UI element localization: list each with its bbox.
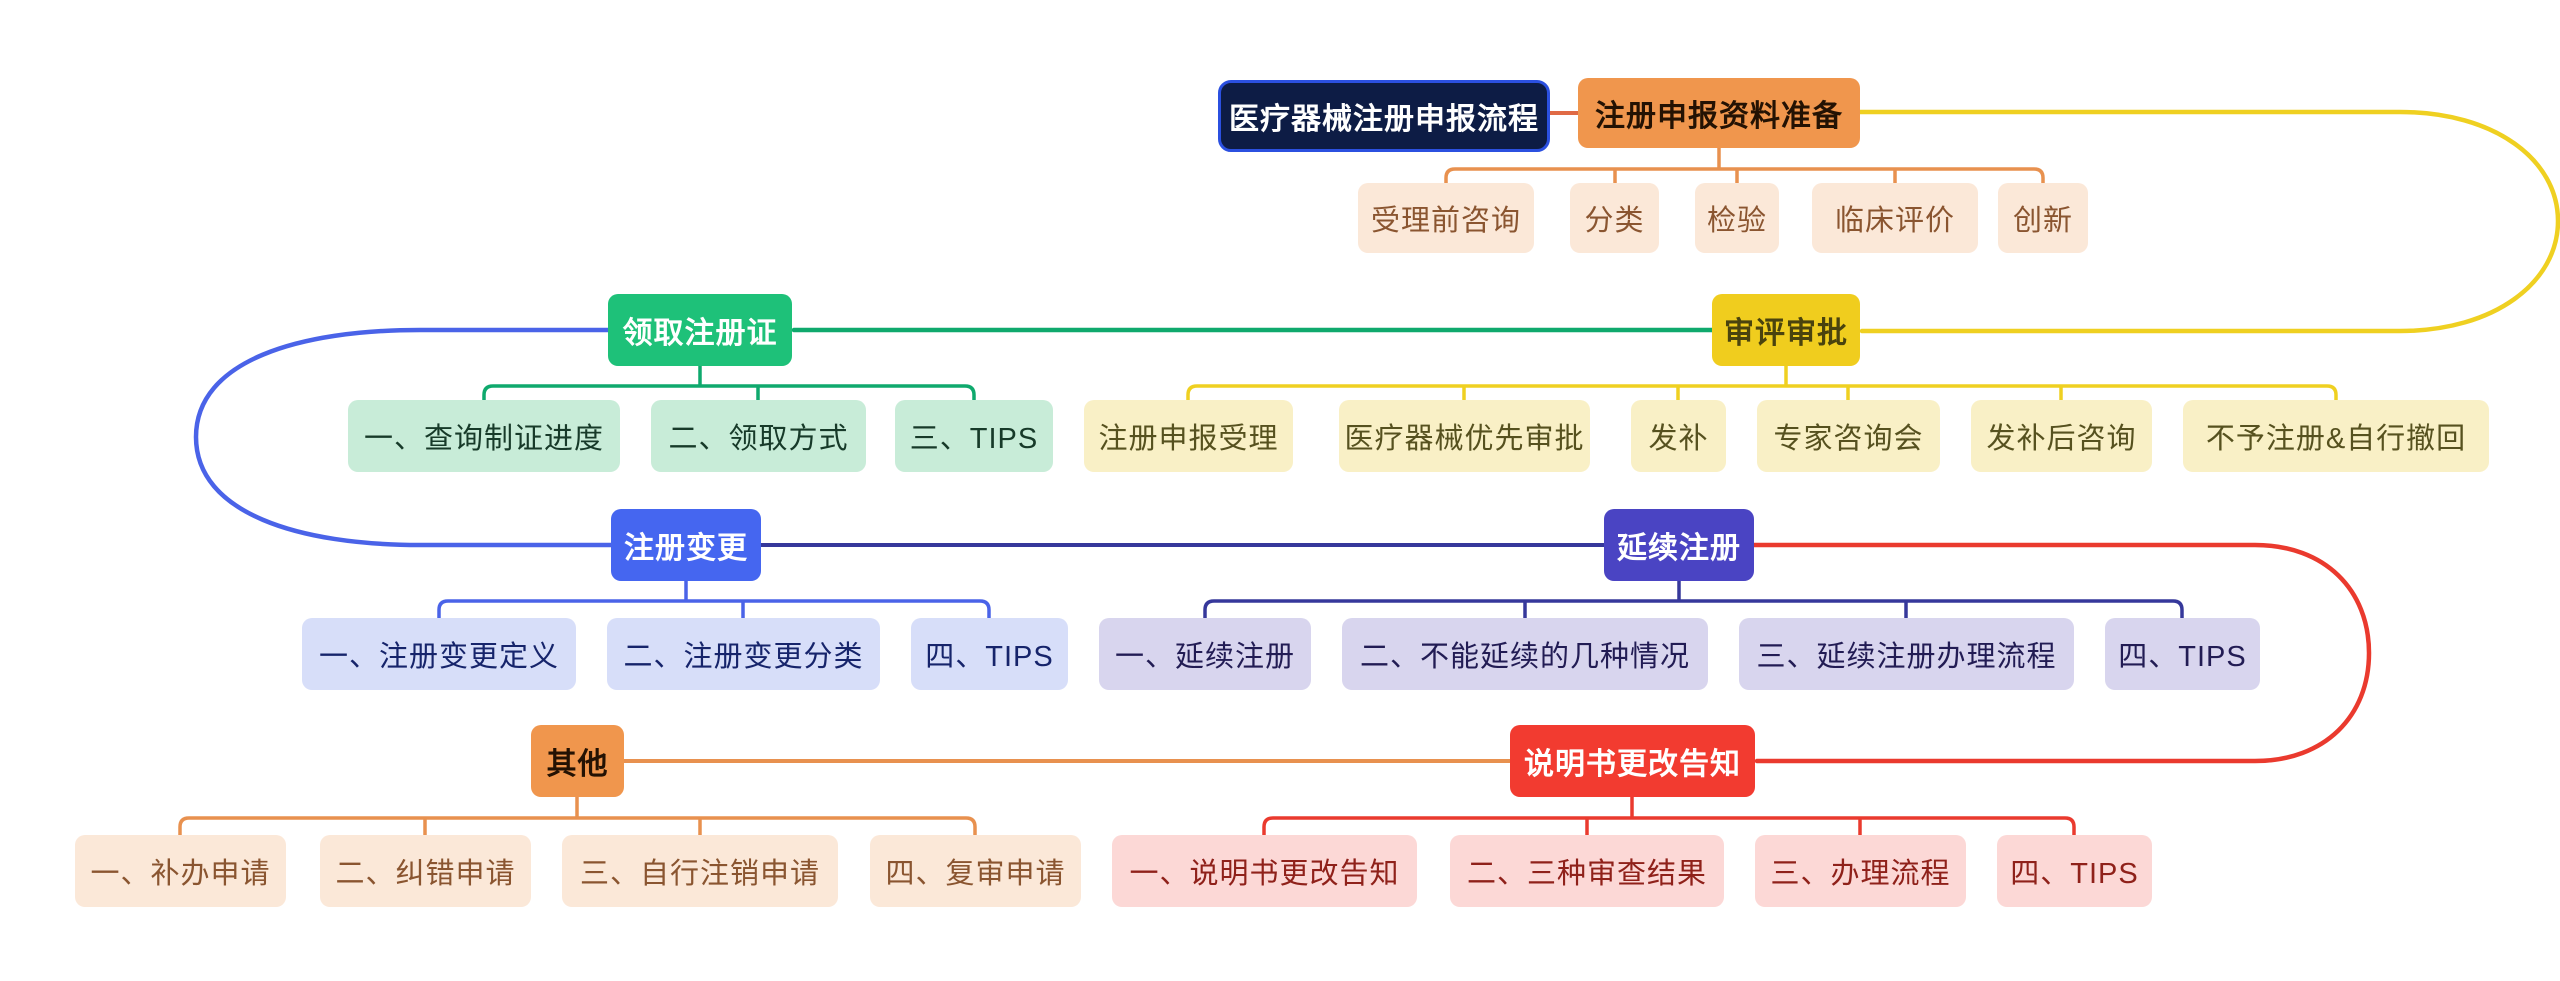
node-prep[interactable]: 注册申报资料准备 <box>1578 78 1860 148</box>
link-cert-change-curve <box>193 327 614 548</box>
child-prep-1[interactable]: 分类 <box>1570 183 1659 253</box>
child-review-4[interactable]: 发补后咨询 <box>1971 400 2152 472</box>
child-review-1[interactable]: 医疗器械优先审批 <box>1339 400 1590 472</box>
child-renewal-0[interactable]: 一、延续注册 <box>1099 618 1311 690</box>
child-change-0[interactable]: 一、注册变更定义 <box>302 618 576 690</box>
child-prep-0[interactable]: 受理前咨询 <box>1358 183 1534 253</box>
child-other-0[interactable]: 一、补办申请 <box>75 835 286 907</box>
child-prep-4[interactable]: 创新 <box>1998 183 2088 253</box>
node-review[interactable]: 审评审批 <box>1712 294 1860 366</box>
child-prep-2[interactable]: 检验 <box>1695 183 1779 253</box>
connector-change-children <box>437 579 991 621</box>
child-other-2[interactable]: 三、自行注销申请 <box>562 835 838 907</box>
child-manual-1[interactable]: 二、三种审查结果 <box>1450 835 1724 907</box>
child-other-1[interactable]: 二、纠错申请 <box>320 835 531 907</box>
child-prep-3[interactable]: 临床评价 <box>1812 183 1978 253</box>
connector-cert-children <box>482 364 976 403</box>
node-other[interactable]: 其他 <box>531 725 624 797</box>
child-review-2[interactable]: 发补 <box>1631 400 1726 472</box>
child-change-1[interactable]: 二、注册变更分类 <box>607 618 880 690</box>
child-renewal-3[interactable]: 四、TIPS <box>2105 618 2260 690</box>
link-renewal-manual-curve <box>1751 542 2372 764</box>
child-renewal-2[interactable]: 三、延续注册办理流程 <box>1739 618 2074 690</box>
child-cert-0[interactable]: 一、查询制证进度 <box>348 400 620 472</box>
connector-manual-children <box>1262 795 2076 838</box>
child-review-5[interactable]: 不予注册&自行撤回 <box>2183 400 2489 472</box>
child-review-0[interactable]: 注册申报受理 <box>1084 400 1293 472</box>
connector-review-children <box>1186 364 2338 403</box>
connector-prep-children <box>1444 146 2045 186</box>
child-manual-0[interactable]: 一、说明书更改告知 <box>1112 835 1417 907</box>
child-change-2[interactable]: 四、TIPS <box>911 618 1068 690</box>
child-renewal-1[interactable]: 二、不能延续的几种情况 <box>1342 618 1708 690</box>
node-cert[interactable]: 领取注册证 <box>608 294 792 366</box>
child-cert-1[interactable]: 二、领取方式 <box>651 400 866 472</box>
node-change[interactable]: 注册变更 <box>611 509 761 581</box>
link-prep-review-curve <box>1857 109 2560 334</box>
child-manual-2[interactable]: 三、办理流程 <box>1755 835 1966 907</box>
child-manual-3[interactable]: 四、TIPS <box>1997 835 2152 907</box>
node-manual[interactable]: 说明书更改告知 <box>1510 725 1755 797</box>
child-cert-2[interactable]: 三、TIPS <box>895 400 1053 472</box>
child-other-3[interactable]: 四、复审申请 <box>870 835 1081 907</box>
child-review-3[interactable]: 专家咨询会 <box>1757 400 1940 472</box>
connector-other-children <box>178 795 977 838</box>
node-renewal[interactable]: 延续注册 <box>1604 509 1754 581</box>
node-root[interactable]: 医疗器械注册申报流程 <box>1218 80 1550 152</box>
connector-renewal-children <box>1203 579 2184 621</box>
